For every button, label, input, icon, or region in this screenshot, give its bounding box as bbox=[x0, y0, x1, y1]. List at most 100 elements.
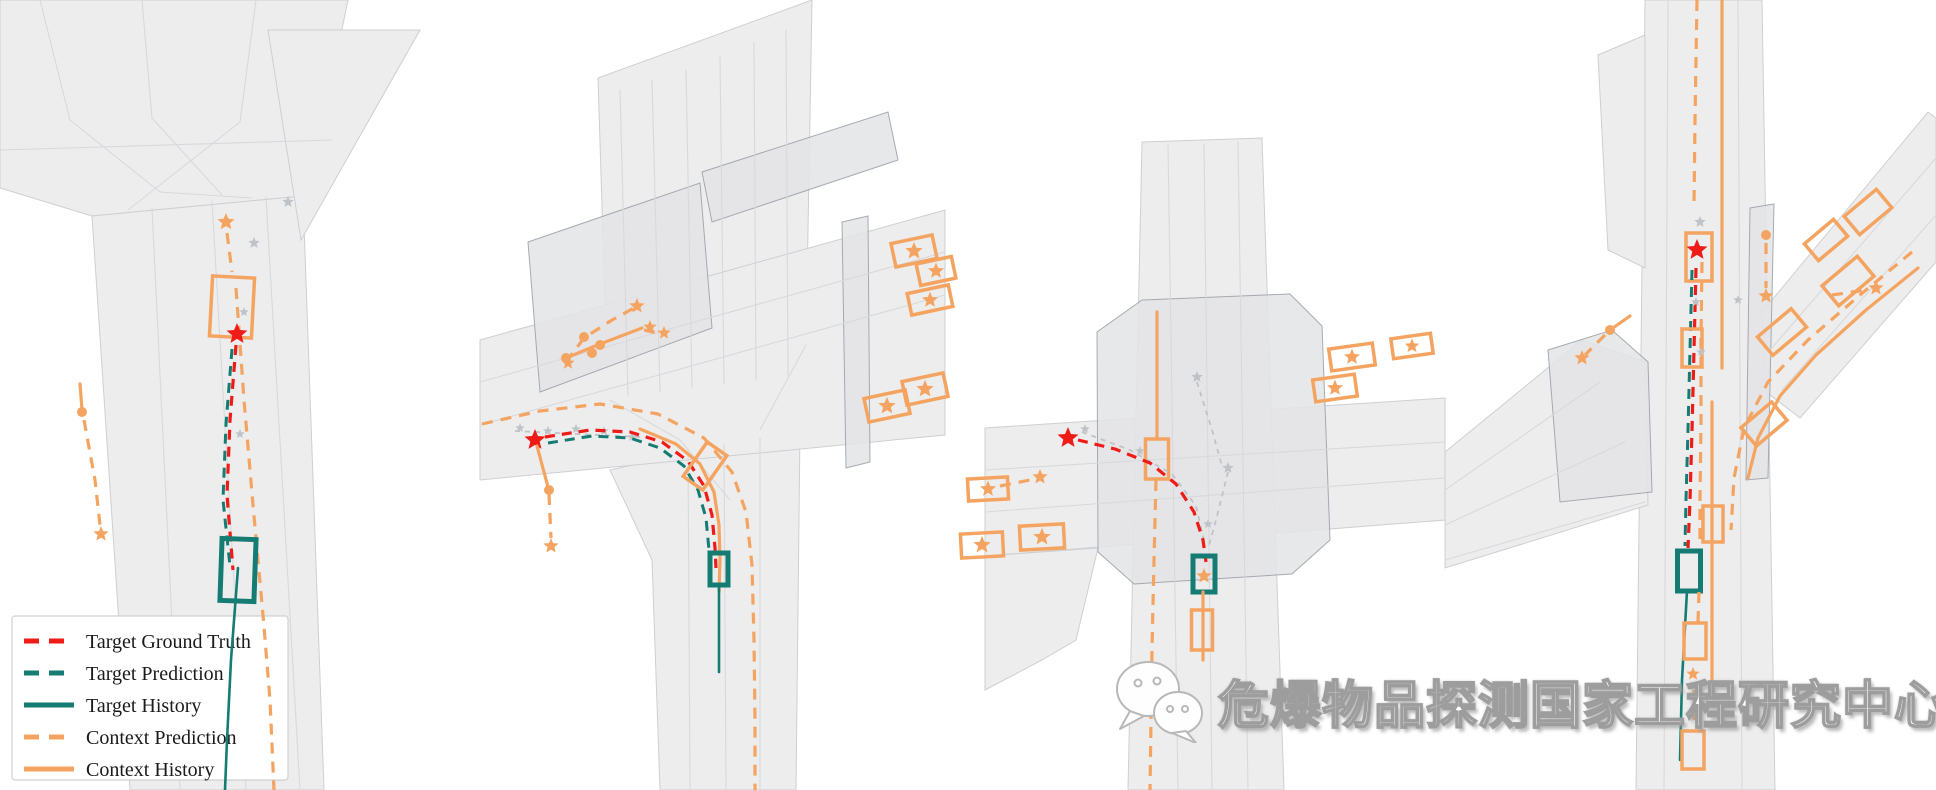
context-trajectory-dot bbox=[587, 348, 597, 358]
context-prediction-trajectory bbox=[1729, 250, 1914, 531]
context-endpoint-star bbox=[1758, 288, 1774, 303]
target-current-position-star bbox=[1057, 427, 1079, 447]
lane-line bbox=[651, 79, 661, 393]
road-surface bbox=[1635, 0, 1776, 790]
context-vehicle-box bbox=[965, 475, 1011, 503]
target-vehicle-box bbox=[1675, 548, 1703, 594]
context-vehicle-box bbox=[1017, 522, 1067, 552]
context-prediction-trajectory bbox=[1831, 288, 1867, 297]
road-surface bbox=[479, 209, 946, 481]
context-endpoint-star bbox=[217, 213, 235, 230]
context-trajectory-dot bbox=[544, 485, 554, 495]
context-vehicle-box bbox=[1841, 186, 1895, 238]
scene-2-roads bbox=[479, 0, 946, 790]
other-agent-star bbox=[1191, 371, 1203, 382]
context-trajectory-dot bbox=[77, 407, 87, 417]
context-prediction-trajectory bbox=[547, 493, 553, 539]
context-vehicle-box bbox=[1801, 216, 1851, 264]
lane-line bbox=[1663, 0, 1669, 790]
lane-line bbox=[479, 251, 946, 383]
lane-line bbox=[984, 477, 1446, 513]
target-current-position-star bbox=[1686, 239, 1708, 259]
target-ground-truth-trajectory bbox=[225, 344, 238, 571]
context-endpoint-star bbox=[1196, 568, 1212, 583]
lane-line bbox=[687, 449, 691, 790]
context-vehicle-box bbox=[1310, 372, 1360, 404]
context-vehicle-box bbox=[914, 254, 958, 288]
context-vehicle-star bbox=[1327, 379, 1343, 395]
other-agent-star bbox=[1694, 216, 1706, 227]
other-prediction-trajectory bbox=[1196, 381, 1223, 467]
target-ground-truth-trajectory bbox=[544, 428, 718, 569]
legend-label: Target Prediction bbox=[86, 663, 224, 685]
target-prediction-trajectory bbox=[547, 434, 712, 567]
other-agent-star bbox=[248, 237, 260, 248]
lane-line bbox=[785, 29, 789, 377]
lane-line bbox=[1203, 143, 1213, 790]
other-agent-star bbox=[1691, 297, 1701, 306]
context-vehicle-star bbox=[916, 379, 934, 397]
target-current-position-star bbox=[524, 429, 546, 449]
lane-line bbox=[39, 0, 253, 199]
context-vehicle-box bbox=[1682, 621, 1708, 661]
context-endpoint-star bbox=[1686, 667, 1700, 680]
target-current-position-star bbox=[226, 323, 248, 343]
other-agent-star bbox=[239, 307, 249, 316]
crosswalk-area bbox=[701, 111, 899, 223]
context-vehicle-star bbox=[1033, 527, 1051, 545]
target-ground-truth-trajectory bbox=[1077, 438, 1208, 563]
context-prediction-trajectory bbox=[999, 478, 1031, 488]
context-vehicle-box bbox=[1326, 341, 1378, 373]
context-prediction-trajectory bbox=[225, 232, 234, 273]
context-endpoint-star bbox=[629, 298, 645, 313]
scene-3-trajectories bbox=[958, 310, 1436, 790]
other-agent-star bbox=[571, 424, 581, 433]
context-history-trajectory bbox=[1746, 266, 1920, 480]
other-agent-star bbox=[543, 426, 553, 435]
target-ground-truth-trajectory bbox=[1686, 267, 1698, 549]
trajectory-layer bbox=[77, 0, 1920, 790]
context-vehicle-star bbox=[980, 480, 996, 496]
context-vehicle-star bbox=[1344, 348, 1360, 364]
context-vehicle-box bbox=[1701, 504, 1725, 544]
lane-line bbox=[685, 69, 693, 389]
road-surface bbox=[1597, 34, 1646, 269]
legend-label: Context History bbox=[86, 759, 214, 781]
context-prediction-trajectory bbox=[1696, 591, 1701, 623]
target-history-trajectory bbox=[223, 566, 240, 790]
context-vehicle-box bbox=[1680, 729, 1706, 771]
target-prediction-trajectory bbox=[1683, 269, 1694, 547]
lane-line bbox=[753, 41, 757, 381]
context-vehicle-star bbox=[928, 262, 944, 278]
context-vehicle-box bbox=[1680, 327, 1704, 369]
context-vehicle-box bbox=[958, 530, 1006, 560]
context-trajectory-dot bbox=[579, 332, 589, 342]
target-prediction-trajectory bbox=[221, 348, 234, 567]
scene-3-roads bbox=[984, 137, 1446, 790]
context-history-trajectory bbox=[78, 382, 84, 412]
context-vehicle-box bbox=[1684, 231, 1714, 283]
lane-line bbox=[719, 55, 725, 385]
context-endpoint-star bbox=[93, 526, 109, 541]
other-agent-star bbox=[1135, 446, 1145, 455]
other-agent-star bbox=[235, 429, 245, 438]
lane-line bbox=[619, 89, 629, 397]
other-agent-star bbox=[515, 423, 525, 432]
context-vehicle-star bbox=[1404, 338, 1420, 353]
lane-line bbox=[984, 441, 1446, 471]
context-vehicle-box bbox=[1754, 306, 1810, 358]
context-vehicle-star bbox=[905, 241, 923, 259]
road-surface bbox=[609, 427, 801, 790]
lane-line bbox=[1444, 441, 1626, 526]
scene-2-trajectories bbox=[481, 232, 958, 790]
legend-label: Target History bbox=[86, 695, 201, 717]
lane-line bbox=[1237, 141, 1249, 790]
target-vehicle-box bbox=[217, 535, 259, 605]
context-endpoint-star bbox=[657, 326, 671, 339]
context-history-trajectory bbox=[535, 444, 550, 489]
context-history-trajectory bbox=[638, 427, 722, 594]
